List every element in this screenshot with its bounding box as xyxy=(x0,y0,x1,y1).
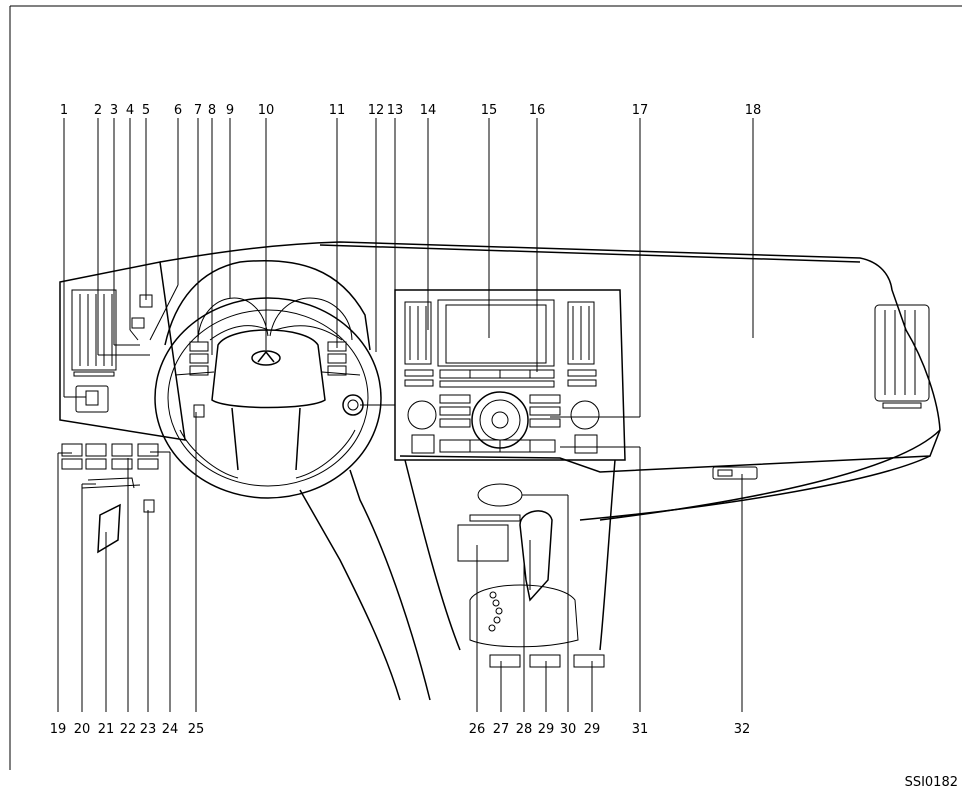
callout-label: 29 xyxy=(584,722,601,737)
dashboard-drawing xyxy=(59,241,941,701)
callout-label: 10 xyxy=(258,103,275,118)
callout-label: 30 xyxy=(560,722,577,737)
callout-label: 22 xyxy=(120,722,137,737)
center-stack xyxy=(394,289,626,461)
steering-wheel xyxy=(154,297,382,499)
callout-label: 20 xyxy=(74,722,91,737)
callout-label: 4 xyxy=(126,103,134,118)
callout-label: 21 xyxy=(98,722,115,737)
callout-label: 17 xyxy=(632,103,649,118)
callout-label: 1 xyxy=(60,103,68,118)
callout-label: 3 xyxy=(110,103,118,118)
diagram-frame xyxy=(9,5,962,770)
callout-label: 11 xyxy=(329,103,346,118)
callout-label: 18 xyxy=(745,103,762,118)
callout-label: 29 xyxy=(538,722,555,737)
center-console xyxy=(404,459,616,668)
callout-label: 32 xyxy=(734,722,751,737)
callout-label: 5 xyxy=(142,103,150,118)
callout-label: 13 xyxy=(387,103,404,118)
right-side-vent xyxy=(874,304,930,409)
callout-label: 16 xyxy=(529,103,546,118)
lower-left-switches xyxy=(61,443,159,554)
callout-label: 25 xyxy=(188,722,205,737)
callout-label: 8 xyxy=(208,103,216,118)
callout-label: 2 xyxy=(94,103,102,118)
callout-label: 9 xyxy=(226,103,234,118)
leader-lines xyxy=(57,118,754,712)
callout-label: 23 xyxy=(140,722,157,737)
callout-label: 27 xyxy=(493,722,510,737)
bottom-callouts: 19 20 21 22 23 24 25 26 27 28 29 30 29 3… xyxy=(50,722,751,737)
top-callouts: 1 2 3 4 5 6 7 8 9 10 11 12 13 14 15 16 1… xyxy=(60,103,761,118)
callout-label: 26 xyxy=(469,722,486,737)
callout-label: 19 xyxy=(50,722,67,737)
figure-code: SSI0182 xyxy=(905,775,958,789)
callout-label: 12 xyxy=(368,103,385,118)
left-side-vent xyxy=(71,289,117,377)
callout-label: 15 xyxy=(481,103,498,118)
callout-label: 14 xyxy=(420,103,437,118)
callout-label: 6 xyxy=(174,103,182,118)
callout-label: 7 xyxy=(194,103,202,118)
callout-label: 31 xyxy=(632,722,649,737)
callout-label: 24 xyxy=(162,722,179,737)
callout-label: 28 xyxy=(516,722,533,737)
